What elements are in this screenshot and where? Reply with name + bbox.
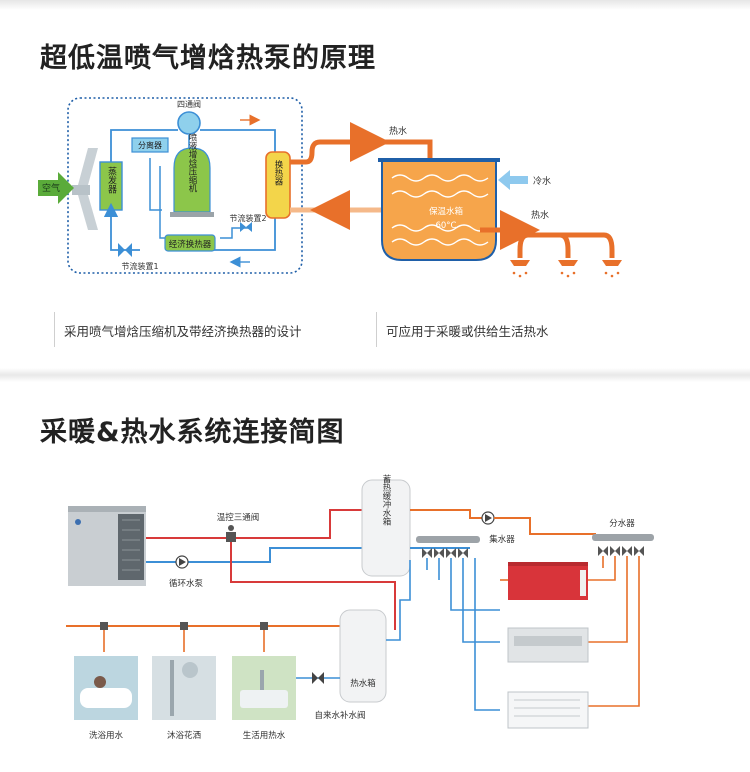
heat-pump-unit-icon (68, 506, 146, 586)
thermo-valve-label: 温控三通阀 (217, 512, 260, 523)
circulation-pump-label: 循环水泵 (169, 578, 204, 589)
caption-left-divider (54, 312, 55, 347)
section1-title: 超低温喷气增焓热泵的原理 (40, 43, 376, 74)
separator-box (131, 137, 169, 153)
middle-band (0, 368, 750, 382)
throttle2-label: 节流装置2 (229, 213, 266, 223)
fan-coil-gray-icon (507, 627, 589, 663)
section2-title: 采暖&热水系统连接简图 (40, 417, 345, 448)
air-arrow (38, 172, 74, 204)
throttle2-valve (240, 222, 252, 232)
shower-photo (152, 656, 216, 720)
hot-water-right-label: 热水 (531, 209, 549, 221)
makeup-valve-label: 自来水补水阀 (314, 710, 365, 721)
shower-heads (510, 260, 622, 278)
domestic-label: 生活用热水 (243, 730, 286, 741)
system-connection-diagram: 温控三通阀 循环水泵 蓄热缓冲水箱 集水器 分水器 (66, 474, 654, 741)
fan-icon (72, 148, 98, 230)
collector-bar (416, 536, 480, 543)
distributor-bar (592, 534, 654, 541)
hot-water-tank-label: 热水箱 (350, 678, 376, 689)
bath-label: 洗浴用水 (89, 730, 124, 741)
buffer-tank-label: 蓄热缓冲水箱 (381, 474, 391, 527)
heat-exchanger-label: 换热器 (273, 160, 283, 187)
compressor-label: 喷液增焓压缩机 (187, 133, 197, 194)
caption-right-divider (376, 312, 377, 347)
sink-photo (232, 656, 296, 720)
compressor (173, 147, 211, 213)
tap-valves (100, 622, 268, 630)
cold-water-label: 冷水 (533, 175, 551, 187)
tank-label: 保温水箱 (429, 206, 464, 217)
heat-pump-principle-diagram: 空气 蒸发器 四通阀 分离器 喷液增焓压缩机 经济换热器 节流装置1 节流装置2… (38, 97, 622, 278)
caption-left: 采用喷气增焓压缩机及带经济换热器的设计 (64, 324, 302, 339)
distributor-valves (598, 546, 644, 556)
bath-photo (74, 656, 138, 720)
thermo-valve-icon (226, 525, 236, 542)
evaporator-label: 蒸发器 (106, 165, 117, 193)
collector-label: 集水器 (489, 534, 515, 545)
fan-coil-white-icon (507, 691, 589, 729)
air-label: 空气 (42, 182, 60, 194)
cold-water-arrow (498, 170, 528, 190)
throttle1-label: 节流装置1 (121, 261, 158, 271)
collector-valves (422, 548, 468, 558)
shower-label: 沐浴花洒 (167, 730, 202, 741)
top-band (0, 0, 750, 10)
four-way-valve (177, 111, 201, 135)
throttle1-valve (118, 243, 132, 257)
distributor-label: 分水器 (609, 518, 635, 529)
tank-waves (391, 174, 489, 246)
tank-temperature: 60°C (435, 221, 456, 231)
radiator-red-icon (508, 562, 588, 600)
separator-label: 分离器 (138, 140, 162, 150)
tank-body (381, 160, 497, 261)
hot-water-tank (339, 609, 387, 703)
makeup-valve-icon (312, 672, 324, 684)
caption-right: 可应用于采暖或供给生活热水 (386, 324, 549, 339)
heat-exchanger-box (265, 151, 291, 219)
hot-water-top-label: 热水 (389, 125, 407, 137)
four-way-valve-label: 四通阀 (177, 99, 201, 109)
economizer-label: 经济换热器 (169, 239, 212, 250)
buffer-tank (361, 479, 411, 577)
economizer-box (164, 234, 216, 252)
